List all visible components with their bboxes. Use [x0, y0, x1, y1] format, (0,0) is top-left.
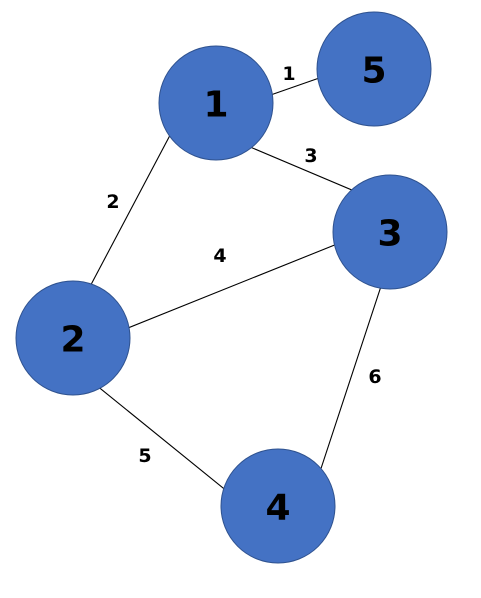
edge-weight-label: 2	[106, 191, 119, 213]
edge-weight-label: 6	[368, 366, 381, 388]
node-circle	[220, 448, 336, 564]
edge-2-to-3	[102, 232, 363, 339]
node-3: 3	[332, 174, 448, 290]
node-label: 1	[203, 85, 228, 126]
nodes-layer: 1 2 3 4 5	[15, 11, 448, 564]
edge-weight-label: 3	[304, 145, 317, 167]
node-1: 1	[158, 45, 274, 161]
node-2: 2	[15, 280, 131, 396]
edge-weight-label: 5	[138, 445, 151, 467]
node-circle	[316, 11, 432, 127]
edge-3-to-4	[306, 261, 390, 509]
node-label: 2	[60, 320, 85, 361]
node-label: 4	[265, 488, 290, 529]
edge-2-to-4	[74, 367, 250, 510]
edge-1-to-2	[75, 104, 187, 314]
edge-weight-label: 4	[213, 245, 226, 267]
node-4: 4	[220, 448, 336, 564]
edge-weight-label: 1	[282, 63, 295, 85]
node-circle	[15, 280, 131, 396]
node-circle	[158, 45, 274, 161]
edge-labels-layer: 1 2 3 4 5 6	[106, 63, 381, 467]
node-5: 5	[316, 11, 432, 127]
node-circle	[332, 174, 448, 290]
node-label: 3	[377, 214, 402, 255]
node-label: 5	[361, 51, 386, 92]
